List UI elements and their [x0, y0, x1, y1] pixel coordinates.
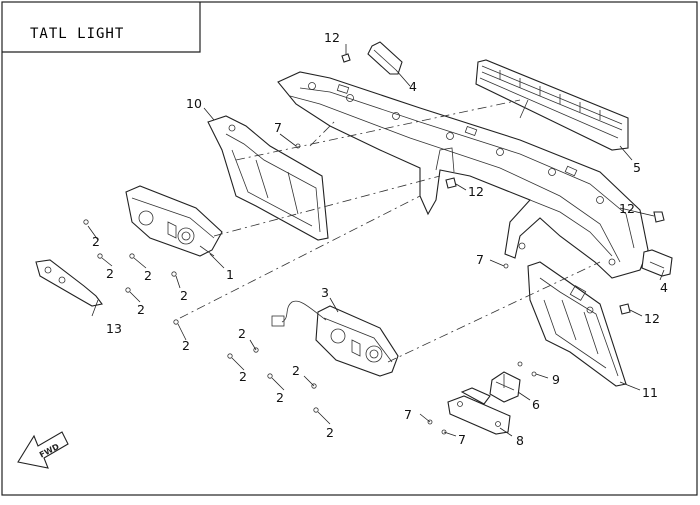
callout-2: 2	[180, 288, 188, 303]
callout-2: 2	[92, 234, 100, 249]
callout-7: 7	[274, 120, 282, 135]
callout-6: 6	[532, 397, 540, 412]
callout-2: 2	[182, 338, 190, 353]
left-tail-light	[125, 185, 223, 257]
forward-arrow-icon: FWD	[17, 431, 69, 469]
callout-10: 10	[186, 96, 202, 111]
callout-7: 7	[404, 407, 412, 422]
callout-12: 12	[644, 311, 660, 326]
callout-2: 2	[137, 302, 145, 317]
callout-12: 12	[468, 184, 484, 199]
assembly-lines	[179, 99, 601, 363]
callout-labels: 1 2 2 2 2 2 2 2 2 2 2 2 3 4 4 5 6 7 7 7 …	[92, 30, 668, 448]
title-block: TATL LIGHT	[2, 2, 201, 53]
license-plate-bracket	[447, 387, 511, 435]
high-mount-light	[475, 59, 629, 151]
callout-9: 9	[552, 372, 560, 387]
callout-2: 2	[106, 266, 114, 281]
right-light-bracket	[527, 261, 627, 387]
callout-2: 2	[239, 369, 247, 384]
reflector-upper	[367, 41, 403, 75]
callout-4: 4	[409, 79, 417, 94]
callout-3: 3	[321, 285, 329, 300]
callout-2: 2	[276, 390, 284, 405]
license-lamp	[489, 371, 521, 403]
callout-7: 7	[458, 432, 466, 447]
leader-lines	[87, 44, 665, 437]
drawing-frame	[1, 1, 698, 496]
diagram-title: TATL LIGHT	[30, 26, 124, 42]
callout-4: 4	[660, 280, 668, 295]
callout-7: 7	[476, 252, 484, 267]
callout-12: 12	[619, 201, 635, 216]
fasteners	[83, 53, 665, 435]
callout-8: 8	[516, 433, 524, 448]
callout-2: 2	[144, 268, 152, 283]
callout-2: 2	[292, 363, 300, 378]
decal-sticker	[35, 259, 103, 307]
reflector-lower	[641, 249, 673, 277]
callout-2: 2	[238, 326, 246, 341]
callout-5: 5	[633, 160, 641, 175]
callout-12: 12	[324, 30, 340, 45]
callout-13: 13	[106, 321, 122, 336]
right-tail-light	[271, 300, 399, 377]
rear-frame-bar	[277, 71, 649, 279]
callout-1: 1	[226, 267, 234, 282]
left-light-bracket	[207, 115, 329, 241]
callout-2: 2	[326, 425, 334, 440]
callout-11: 11	[642, 385, 658, 400]
